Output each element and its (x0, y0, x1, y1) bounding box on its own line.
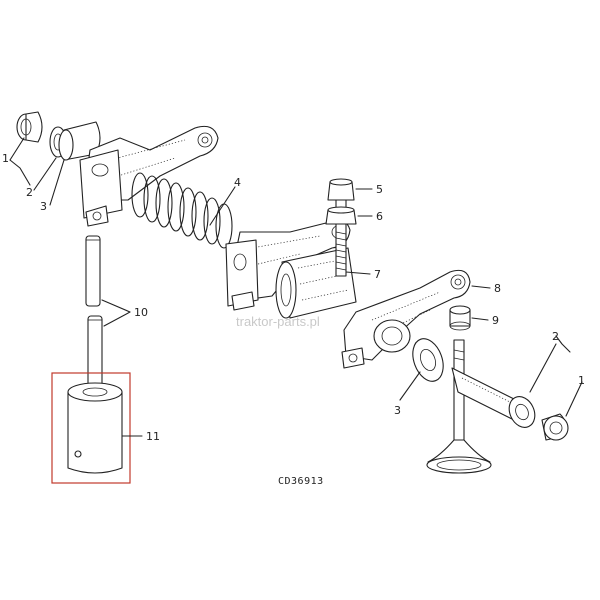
right-washer-part (412, 338, 444, 382)
watermark-text: traktor-parts.pl (236, 314, 320, 329)
valve-cap-part (449, 305, 471, 331)
left-plug-part (16, 111, 43, 143)
spring-part (131, 172, 233, 249)
callout-2-right: 2 (552, 330, 559, 343)
lock-nut-part (325, 206, 357, 225)
callout-7: 7 (374, 268, 381, 281)
callout-2-left: 2 (26, 186, 33, 199)
callout-5: 5 (376, 183, 383, 196)
highlight-frame (51, 372, 131, 484)
adjusting-screw-part (327, 178, 355, 277)
right-plug-part (541, 413, 569, 441)
callout-8: 8 (494, 282, 501, 295)
pins-part (85, 235, 103, 387)
callout-4: 4 (234, 176, 241, 189)
callout-9: 9 (492, 314, 499, 327)
callout-1-right: 1 (578, 374, 585, 387)
right-rocker-arm (341, 269, 471, 369)
callout-10: 10 (134, 306, 148, 319)
callout-3-left: 3 (40, 200, 47, 213)
right-shaft-end-part (451, 367, 536, 428)
callout-11: 11 (146, 430, 160, 443)
leader-lines (9, 137, 583, 437)
callout-6: 6 (376, 210, 383, 223)
left-rocker-arm (79, 125, 219, 227)
callout-labels: 1 2 3 4 5 6 7 8 9 10 11 2 1 3 (2, 152, 585, 443)
callout-3-right: 3 (394, 404, 401, 417)
callout-1-left: 1 (2, 152, 9, 165)
tube-bushing-part (51, 372, 131, 484)
drawing-code: CD36913 (278, 476, 324, 487)
